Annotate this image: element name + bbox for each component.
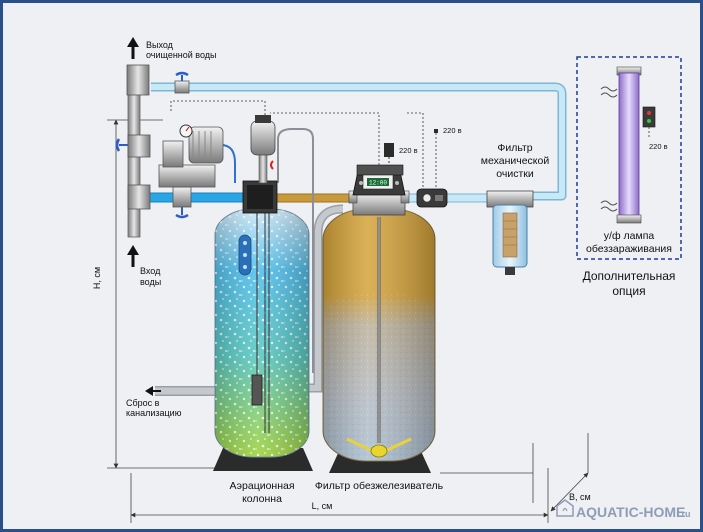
power-plug-icon-2 [434,129,438,133]
mech-filter-label-3: очистки [496,168,534,180]
inlet-label-1: Вход [140,266,161,276]
option-label-1: Дополнительная [583,269,676,283]
water-treatment-diagram: Н, см L, см В, см [92,37,691,523]
uv-option-box [576,56,682,260]
inlet-label-2: воды [140,277,161,287]
outlet-label-2: очищенной воды [146,50,217,60]
compressor-wire [170,100,266,118]
mech-filter-label-2: механической [481,155,550,167]
column-head [242,115,278,214]
outlet-valve [175,71,189,81]
mechanical-filter [486,190,534,275]
controller-wire [270,112,380,165]
outlet-label-1: Выход [146,40,174,50]
option-label-2: опция [612,284,645,298]
aeration-label-2: колонна [242,493,282,505]
control-valve: 12:00 [348,164,410,216]
watermark: AQUATIC-HOME .ru [556,499,691,520]
dim-h-label: Н, см [92,267,102,289]
uv-ballast [642,106,656,139]
left-manifold [126,64,192,238]
mech-filter-label-1: Фильтр [497,142,532,154]
uv-label-2: обеззараживания [586,243,672,255]
watermark-tld: .ru [679,509,691,519]
power-label-3: 220 в [649,142,668,151]
compressor [158,126,224,188]
power-label-1: 220 в [399,146,418,155]
pressure-gauge-icon [179,124,193,138]
power-plug-icon-1 [384,143,394,163]
flow-arrows [127,37,161,396]
iron-filter-label: Фильтр обезжелезиватель [315,480,444,492]
iron-removal-tank [322,208,436,473]
power-label-2: 220 в [443,126,462,135]
bypass-valve [115,138,128,152]
controller-wire-2 [407,112,424,189]
aeration-column [213,203,313,471]
drain-label-1: Сброс в [126,398,160,408]
aeration-label-1: Аэрационная [229,480,294,492]
watermark-text: AQUATIC-HOME [576,504,685,520]
controller-display: 12:00 [369,180,387,187]
uv-label-1: у/ф лампа [604,230,655,242]
flow-sensor [416,188,448,208]
uv-lamp [600,66,642,224]
watermark-house-icon [556,499,574,517]
dim-b-label: В, см [569,492,591,502]
inlet-valve [175,207,189,219]
dim-l-label: L, см [312,501,333,511]
dimension-lines [107,119,589,523]
drain-label-2: канализацию [126,408,182,418]
